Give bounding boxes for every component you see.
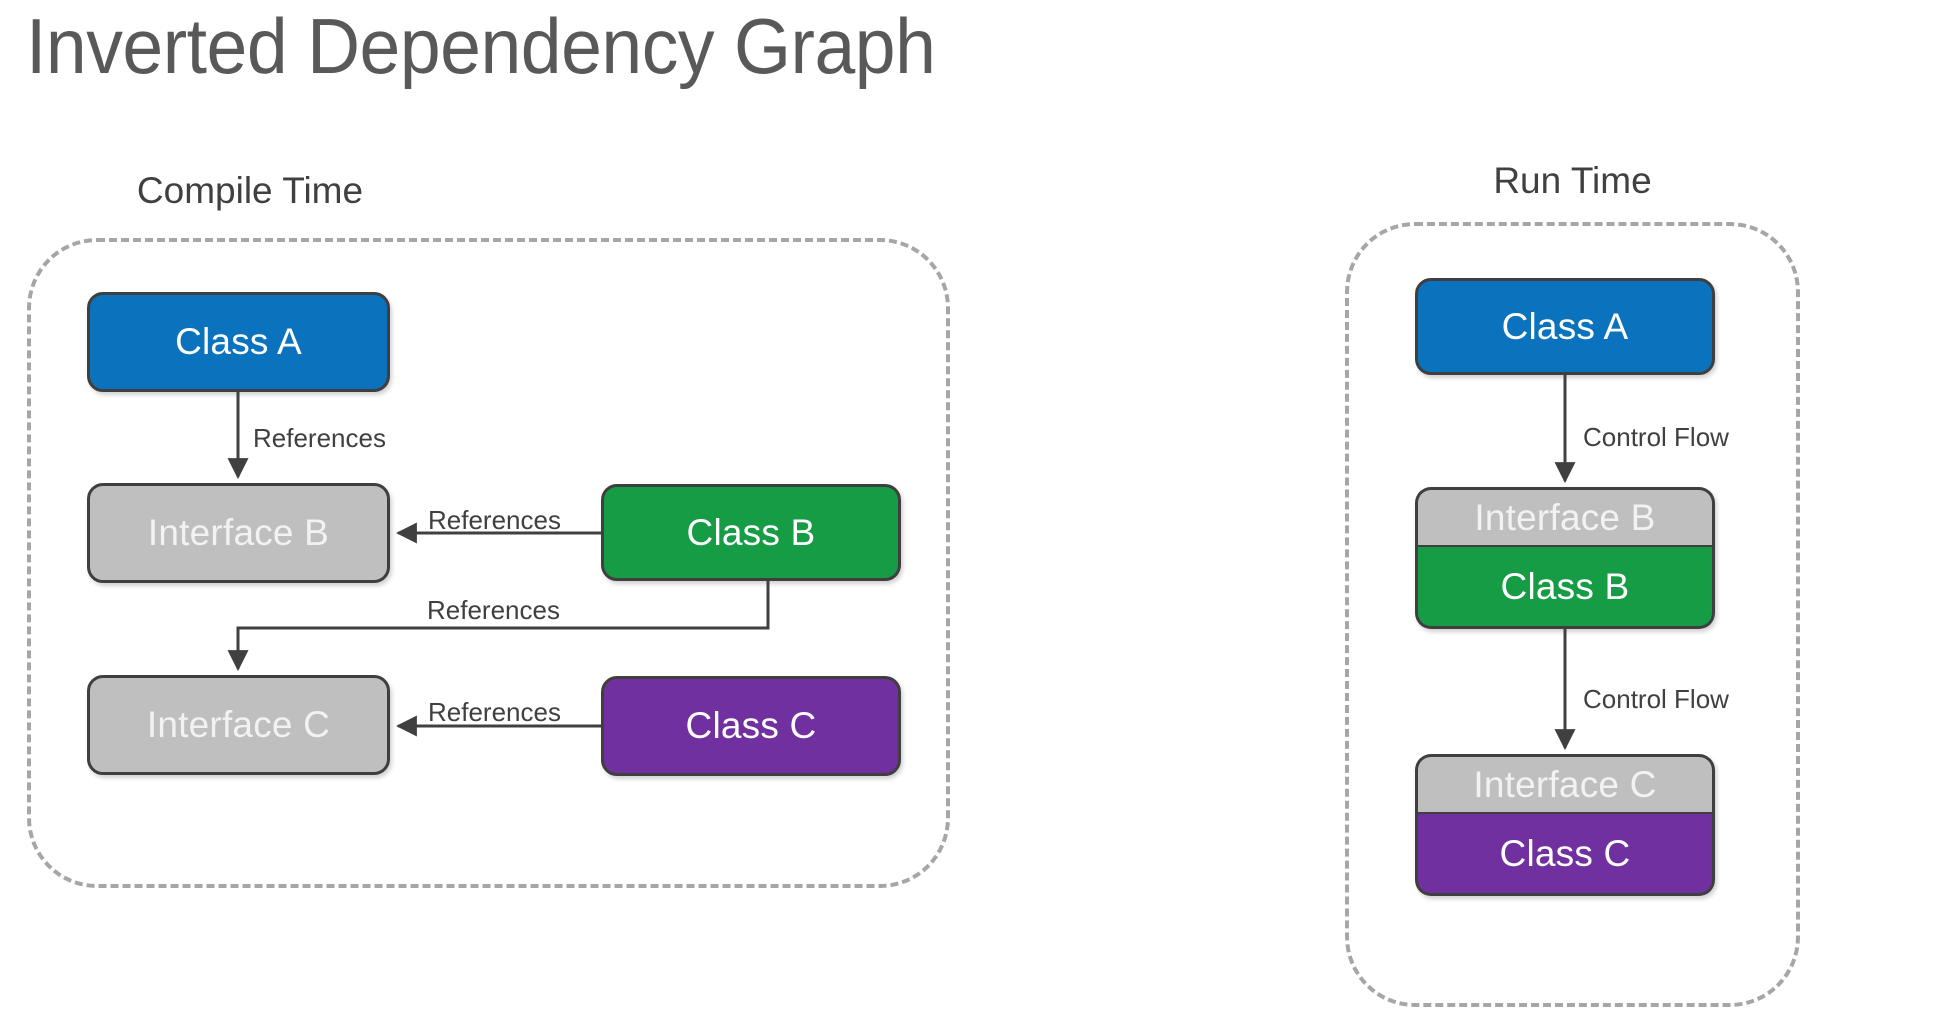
edge-label-compile-c-to-ifacec: References (428, 697, 561, 727)
node-label: Class B (1500, 565, 1630, 607)
node-label: Interface B (1474, 496, 1656, 538)
stack-runtime-c: Interface C Class C (1415, 754, 1715, 896)
node-compile-class-b[interactable]: Class B (601, 484, 901, 581)
node-label: Interface C (146, 704, 331, 745)
node-runtime-class-a[interactable]: Class A (1415, 278, 1715, 375)
edge-label-compile-a-to-b: References (253, 423, 386, 453)
node-label: Interface B (147, 512, 330, 553)
node-compile-interface-c[interactable]: Interface C (87, 675, 390, 775)
edge-label-compile-b-to-ifacec: References (427, 595, 560, 625)
node-compile-interface-b[interactable]: Interface B (87, 483, 390, 583)
node-label: Class A (1501, 305, 1629, 347)
panel-caption-compile-time: Compile Time (136, 170, 364, 211)
edge-label-runtime-b-to-c: Control Flow (1583, 684, 1729, 714)
node-label: Class B (686, 511, 816, 553)
page-title: Inverted Dependency Graph (26, 2, 936, 90)
stack-runtime-b: Interface B Class B (1415, 487, 1715, 629)
zone-compile-time (27, 238, 950, 888)
node-runtime-class-b[interactable]: Class B (1415, 547, 1715, 629)
node-runtime-class-c[interactable]: Class C (1415, 814, 1715, 896)
node-label: Class C (1499, 832, 1631, 874)
node-label: Interface C (1473, 763, 1657, 805)
node-label: Class A (175, 321, 302, 362)
edge-label-runtime-a-to-b: Control Flow (1583, 422, 1729, 452)
panel-caption-run-time: Run Time (1493, 160, 1652, 201)
edge-label-compile-b-to-ifaceb: References (428, 505, 561, 535)
node-runtime-interface-b[interactable]: Interface B (1415, 487, 1715, 547)
node-compile-class-c[interactable]: Class C (601, 676, 901, 776)
node-runtime-interface-c[interactable]: Interface C (1415, 754, 1715, 814)
zone-run-time (1345, 222, 1800, 1007)
node-label: Class C (685, 705, 817, 746)
node-compile-class-a[interactable]: Class A (87, 292, 390, 392)
